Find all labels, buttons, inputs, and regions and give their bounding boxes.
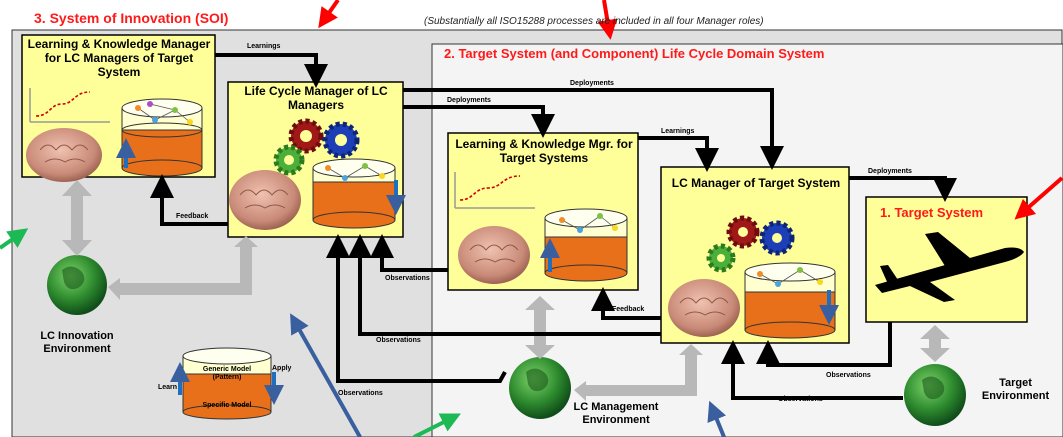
brain-4: [668, 279, 740, 337]
brain-1: [26, 128, 102, 182]
model-cylinder-3: [540, 208, 628, 282]
learning-chart-1: [29, 88, 110, 123]
box-lk-ts-title: Learning & Knowledge Mgr. for Target Sys…: [455, 137, 633, 165]
label-observations-4: Observations: [338, 390, 383, 397]
box-lk-lc-title: Learning & Knowledge Manager for LC Mana…: [27, 37, 211, 79]
globe-management: [509, 357, 571, 419]
env-management-label: LC Management Environment: [573, 401, 659, 427]
legend-cylinder: [170, 347, 284, 420]
legend-learn-label: Learn: [158, 384, 178, 391]
model-cylinder-2: [312, 158, 406, 229]
label-deployments-3: Deployments: [868, 168, 912, 175]
box-lcm-lcm-title: Life Cycle Manager of LC Managers: [244, 84, 388, 112]
model-cylinder-4: [744, 262, 839, 339]
gear-icons-1: [273, 118, 360, 176]
legend-specific-label: Specific Model: [202, 402, 252, 409]
label-learnings-2: Learnings: [661, 128, 695, 135]
flow-arrows: [150, 53, 957, 400]
model-cylinder-1: [116, 98, 203, 177]
label-learnings-1: Learnings: [247, 43, 281, 50]
env-arrows: [62, 180, 950, 401]
gear-icons-2: [706, 215, 795, 273]
brain-3: [458, 226, 530, 284]
label-feedback-1: Feedback: [176, 213, 209, 220]
env-innovation-label: LC Innovation Environment: [40, 330, 114, 356]
label-observations-3: Observations: [826, 372, 871, 379]
env-target-label: Target Environment: [981, 377, 1050, 403]
soi-title: 3. System of Innovation (SOI): [34, 10, 229, 26]
learning-chart-2: [454, 172, 535, 209]
label-deployments-2: Deployments: [447, 97, 491, 104]
legend-generic-label: Generic Model (Pattern): [202, 366, 252, 381]
iso-note: (Substantially all ISO15288 processes ar…: [424, 16, 764, 27]
globe-innovation: [47, 255, 107, 315]
label-deployments-1: Deployments: [570, 80, 614, 87]
box-lcm-ts-title: LC Manager of Target System: [671, 176, 841, 190]
label-feedback-2: Feedback: [612, 306, 645, 313]
box-target-title: 1. Target System: [880, 205, 984, 220]
label-observations-2: Observations: [376, 337, 421, 344]
domain-title: 2. Target System (and Component) Life Cy…: [444, 46, 825, 61]
label-observations-5: Observations: [778, 396, 823, 403]
legend-apply-label: Apply: [272, 365, 292, 372]
brain-2: [229, 170, 301, 230]
airplane-icon: [875, 232, 1024, 302]
globe-target: [904, 364, 966, 426]
label-observations-1: Observations: [385, 275, 430, 282]
